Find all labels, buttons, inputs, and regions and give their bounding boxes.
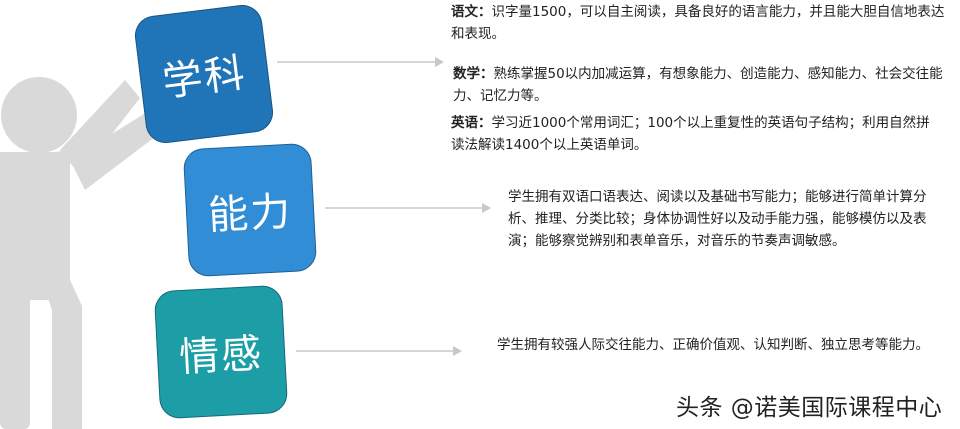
emotion-description: 学生拥有较强人际交往能力、正确价值观、认知判断、独立思考等能力。 bbox=[497, 337, 929, 353]
english-label: 英语： bbox=[451, 115, 492, 131]
english-description: 英语：学习近1000个常用词汇；100个以上重复性的英语句子结构；利用自然拼读法… bbox=[451, 112, 941, 156]
chinese-text: 识字量1500，可以自主阅读，具备良好的语言能力，并且能大胆自信地表达和表现。 bbox=[451, 4, 945, 42]
chinese-label: 语文： bbox=[451, 4, 492, 20]
math-text: 熟练掌握50以内加减运算，有想象能力、创造能力、感知能力、社会交往能力、记忆力等… bbox=[453, 66, 943, 104]
subject-block: 学科 bbox=[132, 2, 276, 146]
ability-block-label: 能力 bbox=[207, 188, 294, 240]
subject-block-label: 学科 bbox=[159, 50, 249, 106]
ability-description: 学生拥有双语口语表达、阅读以及基础书写能力；能够进行简单计算分析、推理、分类比较… bbox=[508, 189, 927, 249]
watermark: 头条 @诺美国际课程中心 bbox=[676, 395, 943, 421]
emotion-block: 情感 bbox=[153, 284, 289, 420]
connector-arrows bbox=[277, 57, 491, 356]
ability-block: 能力 bbox=[182, 142, 318, 278]
math-label: 数学： bbox=[453, 66, 494, 82]
english-text: 学习近1000个常用词汇；100个以上重复性的英语句子结构；利用自然拼读法解读1… bbox=[451, 115, 930, 153]
chinese-description: 语文：识字量1500，可以自主阅读，具备良好的语言能力，并且能大胆自信地表达和表… bbox=[451, 1, 956, 45]
math-description: 数学：熟练掌握50以内加减运算，有想象能力、创造能力、感知能力、社会交往能力、记… bbox=[453, 63, 943, 107]
person-figure-icon bbox=[0, 77, 172, 429]
emotion-block-label: 情感 bbox=[178, 330, 265, 382]
